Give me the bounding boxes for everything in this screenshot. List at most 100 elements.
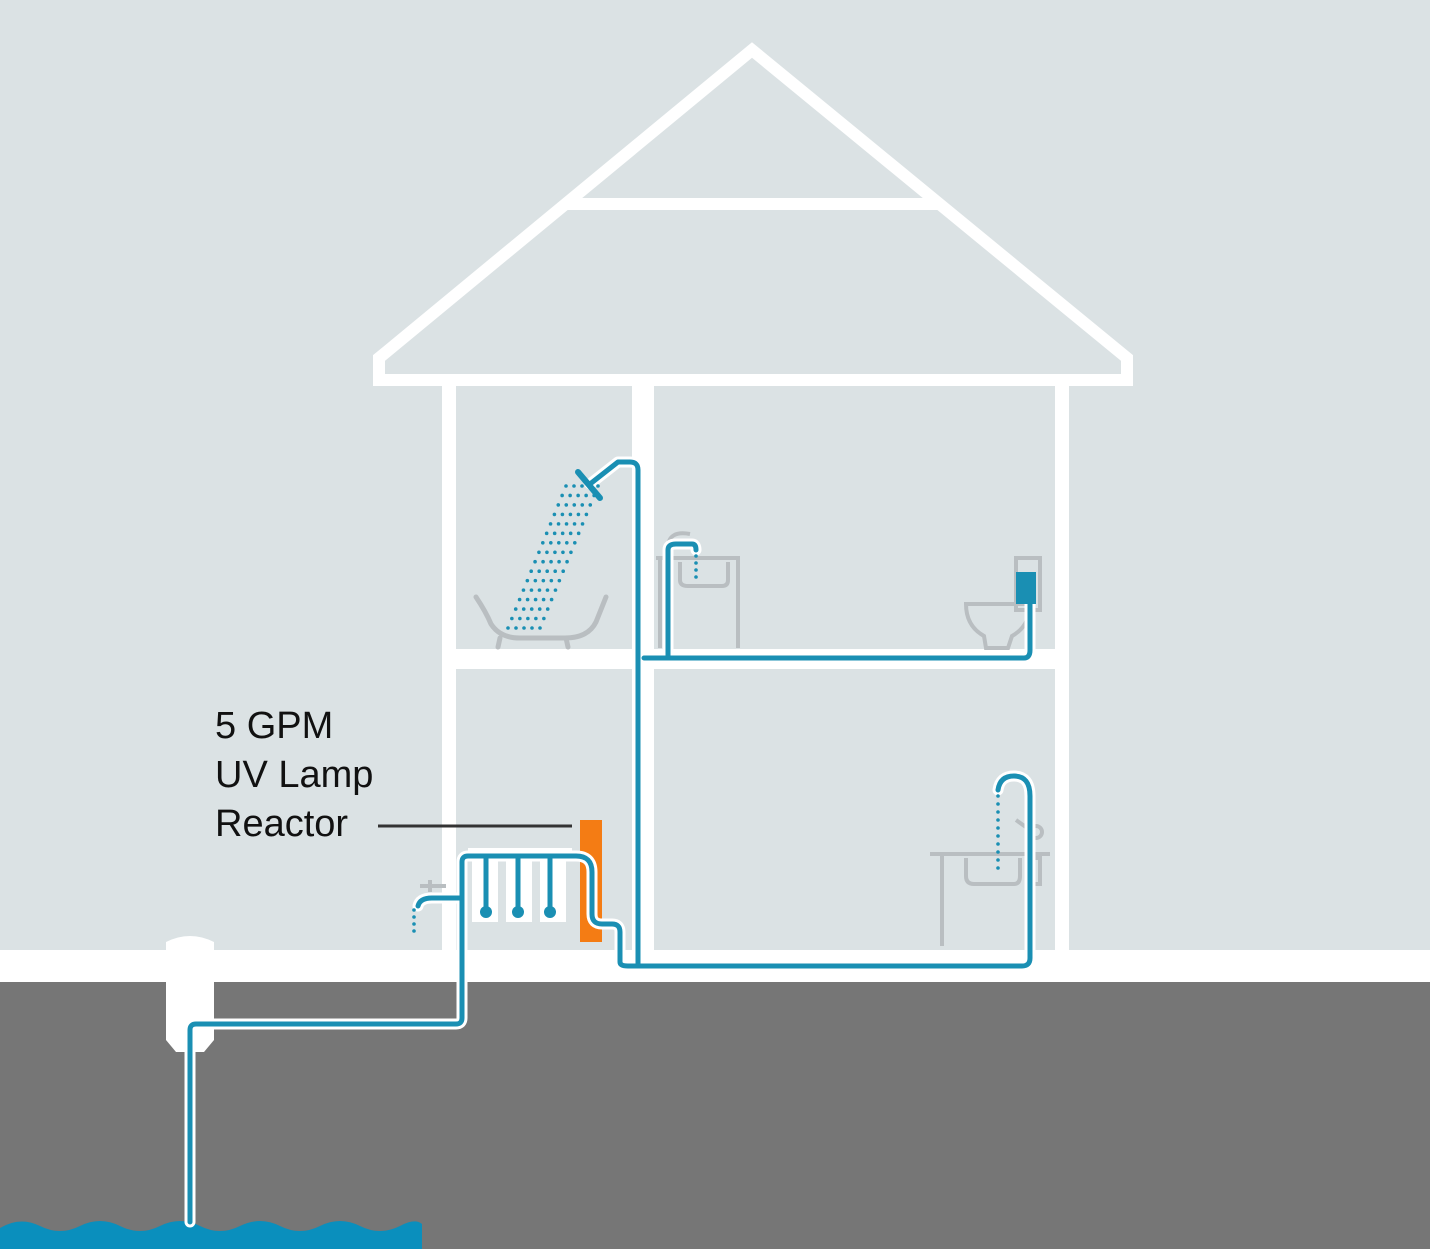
- water-droplet: [588, 503, 593, 507]
- water-droplet: [580, 522, 585, 526]
- water-droplet: [549, 541, 553, 545]
- water-droplet: [549, 578, 554, 583]
- water-droplet: [996, 826, 1000, 830]
- water-droplet: [565, 559, 569, 564]
- sink-pipe: [665, 541, 699, 661]
- water-droplet: [996, 842, 1000, 846]
- water-droplet: [552, 512, 557, 517]
- water-droplet: [537, 588, 542, 592]
- water-droplet: [412, 922, 416, 926]
- toilet-tank-water: [1016, 572, 1036, 604]
- water-droplet: [525, 578, 530, 583]
- water-droplet: [544, 531, 549, 536]
- water-droplet: [996, 794, 1000, 798]
- water-droplet: [694, 554, 698, 558]
- water-droplet: [572, 522, 577, 526]
- water-droplet: [541, 578, 546, 583]
- water-droplet: [694, 568, 698, 572]
- callout-label-line-3: Reactor: [215, 803, 349, 845]
- water-droplet: [569, 550, 573, 555]
- bathtub-icon: [473, 594, 609, 650]
- water-droplet: [596, 484, 600, 488]
- water-droplet: [545, 550, 549, 555]
- water-droplet: [557, 578, 562, 583]
- water-droplet: [584, 493, 588, 498]
- main-supply-pipe: [187, 773, 1033, 1225]
- water-droplet: [533, 597, 538, 602]
- water-droplet: [556, 503, 561, 507]
- water-droplet: [572, 484, 576, 488]
- water-droplet: [560, 493, 564, 498]
- water-droplet: [513, 607, 518, 611]
- water-pipes: [184, 456, 1036, 1228]
- water-droplet: [521, 607, 526, 611]
- water-droplet: [564, 522, 569, 526]
- water-droplet: [573, 541, 577, 545]
- water-droplet: [549, 597, 554, 602]
- water-droplet: [525, 597, 530, 602]
- water-droplet: [560, 531, 565, 536]
- water-droplet: [537, 550, 541, 555]
- water-droplet: [530, 626, 534, 630]
- callout-label-line-2: UV Lamp: [215, 754, 374, 796]
- water-droplet: [529, 607, 534, 611]
- water-droplet: [996, 850, 1000, 854]
- water-droplet: [560, 512, 565, 517]
- roof: [373, 42, 1133, 386]
- water-droplet: [564, 503, 569, 507]
- water-droplet: [412, 908, 416, 912]
- water-droplet: [564, 484, 568, 488]
- water-droplet: [533, 578, 538, 583]
- water-droplet: [517, 597, 522, 602]
- water-droplet: [412, 929, 416, 933]
- water-droplet: [518, 616, 522, 621]
- water-droplet: [506, 626, 510, 630]
- water-droplet: [556, 522, 561, 526]
- aquifer-water: [0, 1221, 422, 1249]
- water-droplet: [541, 597, 546, 602]
- water-droplet: [545, 588, 550, 592]
- water-droplet: [548, 522, 553, 526]
- water-droplet: [537, 569, 541, 573]
- water-droplet: [996, 818, 1000, 822]
- water-droplet: [588, 484, 592, 488]
- water-droplet: [694, 561, 698, 565]
- water-droplet: [552, 531, 557, 536]
- water-droplets: [412, 484, 1000, 933]
- water-droplet: [534, 616, 538, 621]
- water-droplet: [541, 541, 545, 545]
- water-droplet: [580, 503, 585, 507]
- water-droplet: [996, 810, 1000, 814]
- water-droplet: [541, 559, 545, 564]
- water-droplet: [545, 569, 549, 573]
- water-droplet: [537, 607, 542, 611]
- water-droplet: [521, 588, 526, 592]
- upper-floor-pipe: [641, 593, 1033, 661]
- water-droplet: [592, 493, 596, 498]
- water-droplet: [529, 569, 533, 573]
- water-droplet: [576, 531, 581, 536]
- water-droplet: [526, 616, 530, 621]
- water-droplet: [565, 541, 569, 545]
- riser-pipe: [587, 459, 641, 969]
- water-droplet: [522, 626, 526, 630]
- water-droplet: [533, 559, 537, 564]
- water-droplet: [576, 512, 581, 517]
- water-droplet: [996, 802, 1000, 806]
- water-droplet: [514, 626, 518, 630]
- water-droplet: [584, 512, 589, 517]
- water-droplet: [542, 616, 546, 621]
- water-droplet: [996, 866, 1000, 870]
- water-droplet: [557, 541, 561, 545]
- water-droplet: [568, 493, 572, 498]
- water-droplet: [553, 588, 558, 592]
- water-droplet: [412, 915, 416, 919]
- water-droplet: [996, 858, 1000, 862]
- water-droplet: [572, 503, 577, 507]
- water-droplet: [529, 588, 534, 592]
- water-droplet: [553, 569, 557, 573]
- water-droplet: [545, 607, 550, 611]
- water-droplet: [568, 531, 573, 536]
